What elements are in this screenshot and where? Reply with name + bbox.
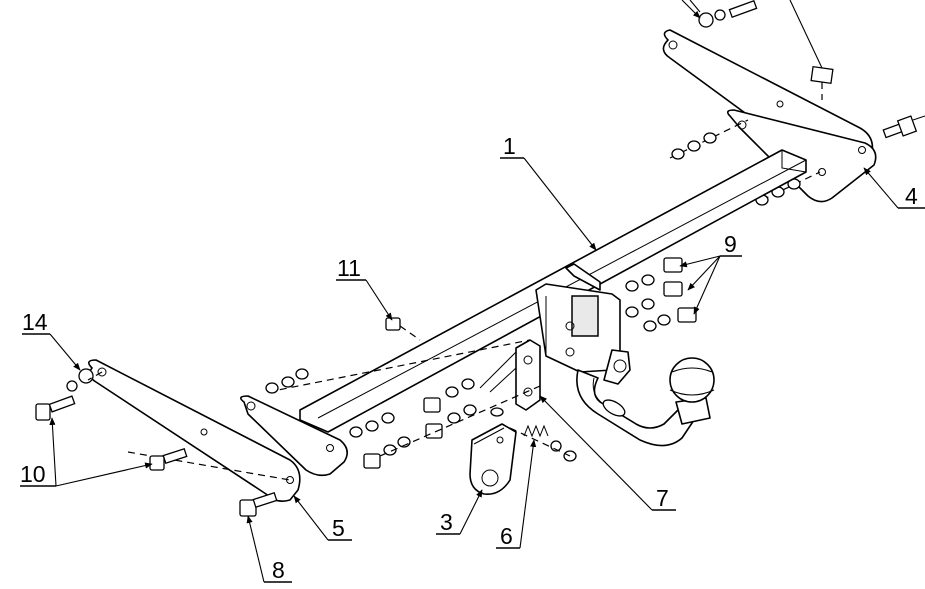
socket-plate xyxy=(479,339,541,411)
spring-and-nut xyxy=(490,407,577,462)
callout-9: 9 xyxy=(724,231,737,257)
socket-bracket xyxy=(469,423,517,496)
left-bracket-fasteners xyxy=(35,368,278,517)
leader-lines xyxy=(20,0,925,583)
centre-right-bolts xyxy=(625,257,697,332)
tow-ball xyxy=(669,357,715,425)
callout-1: 1 xyxy=(503,133,516,159)
pin-bolt xyxy=(385,317,421,341)
callout-8: 8 xyxy=(272,557,285,583)
right-bracket-side-bolt xyxy=(882,115,925,139)
centre-left-fasteners xyxy=(265,339,541,469)
left-side-bracket xyxy=(88,359,348,502)
right-side-bracket xyxy=(662,29,877,203)
callout-14: 14 xyxy=(22,309,48,335)
callout-7: 7 xyxy=(656,485,669,511)
callout-4: 4 xyxy=(905,183,918,209)
callout-11: 11 xyxy=(337,255,361,281)
callout-3: 3 xyxy=(440,509,453,535)
right-bracket-top-fasteners xyxy=(689,0,834,100)
callout-10: 10 xyxy=(20,461,46,487)
callout-5: 5 xyxy=(332,515,345,541)
callout-6: 6 xyxy=(500,523,513,549)
right-bracket-nuts xyxy=(669,119,821,206)
ball-mount-receiver xyxy=(535,263,631,385)
